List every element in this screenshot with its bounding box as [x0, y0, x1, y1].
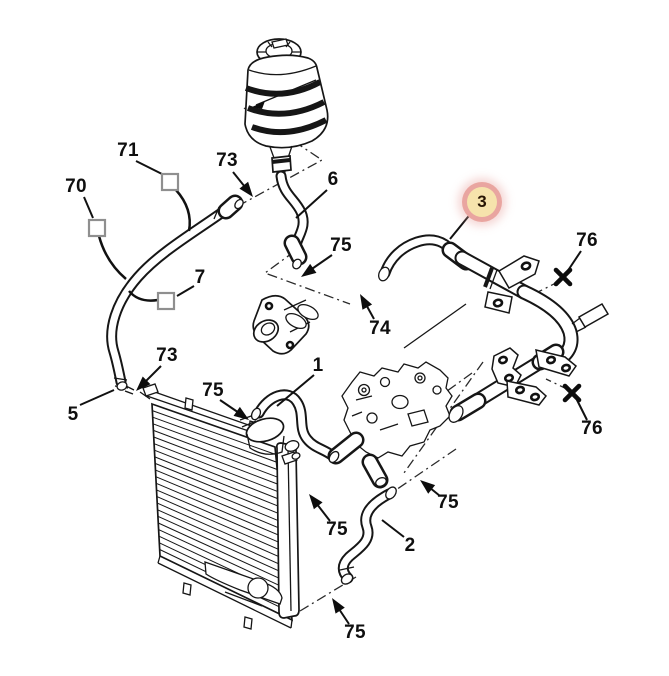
radiator: [139, 383, 301, 630]
arrow-73-top: [239, 181, 253, 197]
callout-7: 7: [194, 267, 206, 288]
outlet-pipe-assembly: [378, 234, 610, 423]
cross-markers: [553, 267, 582, 403]
callout-1: 1: [312, 355, 324, 376]
callout-70: 70: [65, 176, 87, 197]
callout-2: 2: [404, 535, 416, 556]
callout-75-thermostat: 75: [326, 519, 348, 540]
callout-73-top: 73: [216, 150, 238, 171]
engine-assembly: [327, 361, 453, 489]
callout-6: 6: [327, 169, 339, 190]
callout-75-bottom: 75: [344, 622, 366, 643]
callout-75-hose6: 75: [330, 235, 352, 256]
water-outlet-flange: [252, 294, 319, 355]
hose-5: [106, 194, 244, 395]
callout-74: 74: [369, 318, 391, 339]
square-marker-70: [87, 218, 107, 238]
arrow-74: [360, 294, 373, 310]
hose-2: [337, 486, 397, 585]
square-marker-71: [160, 172, 180, 192]
square-marker-7: [156, 291, 176, 311]
cross-marker-76-top: [553, 267, 573, 287]
hose-6: [275, 170, 309, 270]
callout-71: 71: [117, 140, 139, 161]
expansion-tank: [244, 38, 329, 182]
callout-3-highlighted-badge[interactable]: 3: [467, 187, 497, 217]
arrow-75-pipe: [420, 480, 436, 494]
arrow-markers: [136, 181, 436, 614]
cross-marker-76-bottom: [562, 383, 582, 403]
callout-75-pipe: 75: [437, 492, 459, 513]
callout-75-inlet: 75: [202, 380, 224, 401]
arrow-75-thermostat: [309, 494, 323, 510]
arrow-73-left: [136, 376, 151, 391]
callout-76-bottom: 76: [581, 418, 603, 439]
arrow-75-inlet: [233, 406, 249, 420]
arrow-75-hose6: [301, 263, 317, 277]
arrow-75-bottom: [332, 598, 345, 614]
callout-76-top: 76: [576, 230, 598, 251]
square-markers: [87, 172, 180, 311]
callout-5: 5: [67, 404, 79, 425]
callout-73-left: 73: [156, 345, 178, 366]
